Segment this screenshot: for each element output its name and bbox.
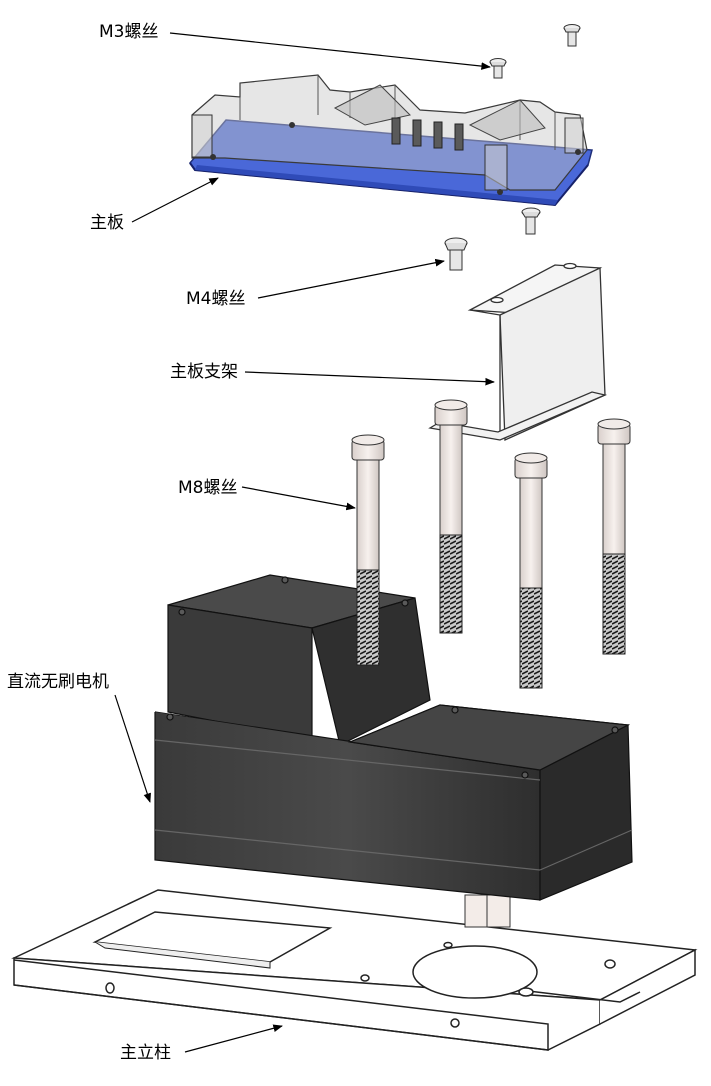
m3-screw-3: [521, 207, 541, 235]
leader-bldc-motor: [114, 694, 151, 803]
label-m3-screw: M3螺丝: [99, 22, 159, 42]
m8-screw-2: [434, 399, 468, 634]
leader-m4-screw: [257, 258, 445, 299]
label-m4-screw: M4螺丝: [186, 289, 246, 309]
leader-m8-screw: [241, 486, 356, 511]
m3-screw-2: [563, 24, 581, 47]
leader-m3-screw: [169, 32, 491, 70]
leader-main-column: [184, 1024, 283, 1053]
label-m8-screw: M8螺丝: [178, 478, 238, 498]
m8-screw-3: [514, 452, 548, 689]
label-main-column: 主立柱: [120, 1043, 171, 1063]
main-board: [189, 74, 593, 207]
label-bldc-motor: 直流无刷电机: [7, 672, 109, 692]
m4-screw: [444, 237, 468, 271]
label-main-board: 主板: [90, 213, 124, 233]
m3-screw-1: [489, 58, 507, 79]
board-bracket: [428, 262, 608, 441]
leader-main-board: [131, 177, 219, 223]
leader-board-bracket: [244, 371, 495, 386]
main-column: [11, 889, 698, 1051]
motor-shaft: [464, 894, 511, 928]
label-board-bracket: 主板支架: [170, 362, 238, 382]
bldc-motor: [154, 574, 633, 901]
m8-screw-4: [597, 418, 631, 655]
m8-screw-1: [351, 434, 385, 666]
